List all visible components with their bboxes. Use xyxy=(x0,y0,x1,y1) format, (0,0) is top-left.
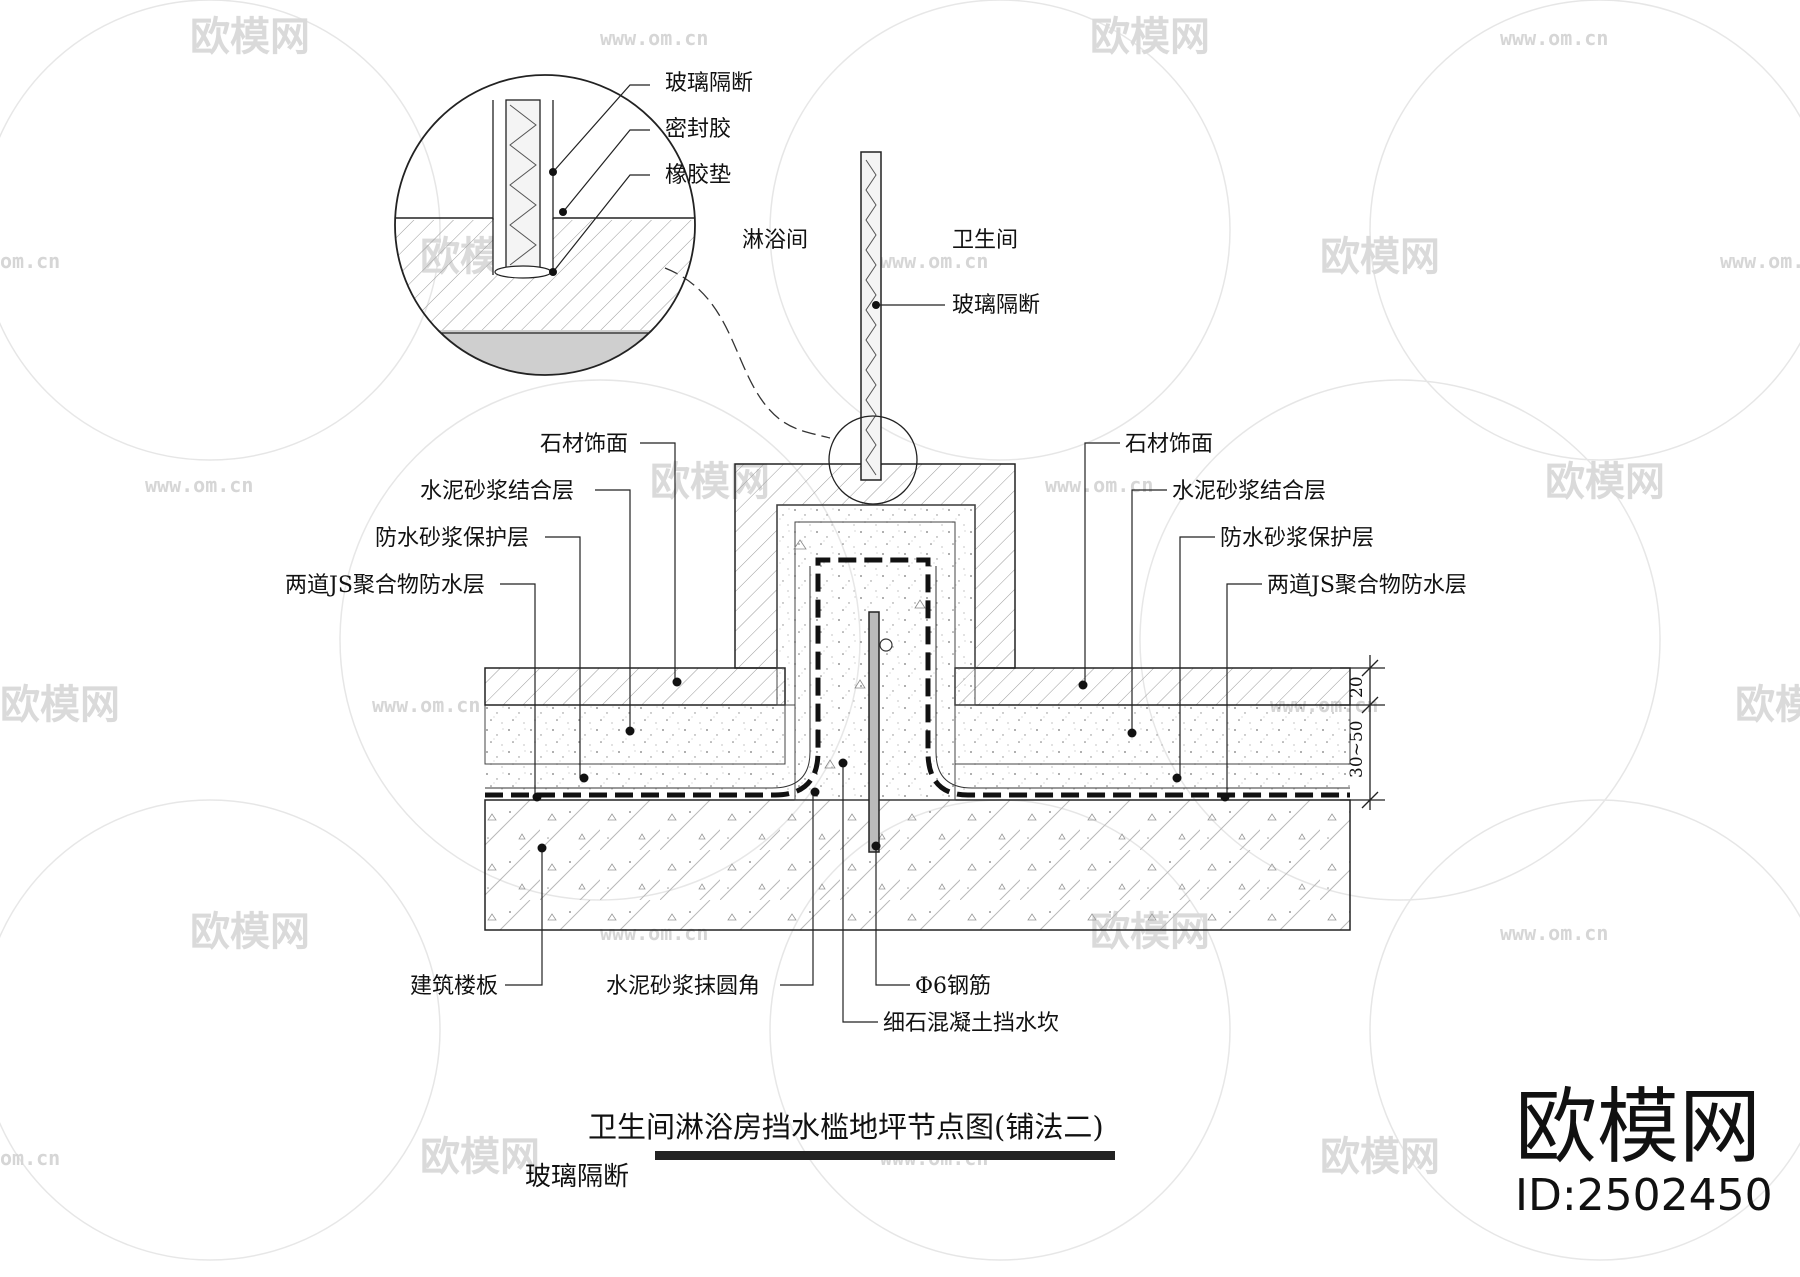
building-slab xyxy=(484,799,1351,931)
watermark-url: www.om.cn xyxy=(600,26,708,50)
watermark-url: www.om.cn xyxy=(880,249,988,273)
watermark-brand: 欧模网 xyxy=(1320,234,1440,280)
label-left-stone: 石材饰面 xyxy=(540,432,628,457)
left-leaders xyxy=(500,442,676,797)
watermark-brand: 欧模网 xyxy=(190,909,310,955)
dimension-bottom: 30~50 xyxy=(1347,720,1367,778)
watermark-brand: 欧模网 xyxy=(190,14,310,60)
watermark-url: www.om.cn xyxy=(145,473,253,497)
label-right-cement-bond: 水泥砂浆结合层 xyxy=(1172,479,1326,504)
js-waterproof-line xyxy=(485,557,1350,798)
label-inset-rubber-pad: 橡胶垫 xyxy=(665,163,731,188)
label-inset-glass: 玻璃隔断 xyxy=(665,71,753,96)
label-left-js-layer: 两道JS聚合物防水层 xyxy=(285,573,485,598)
drawing-subtitle: 玻璃隔断 xyxy=(525,1162,629,1192)
label-slab: 建筑楼板 xyxy=(410,974,498,999)
label-rebar: Φ6钢筋 xyxy=(915,974,991,999)
cement-bond-layer-left xyxy=(484,704,786,765)
label-shower-room: 淋浴间 xyxy=(742,228,808,253)
watermark-url: www.om.cn xyxy=(1500,921,1608,945)
glass-partition xyxy=(860,151,882,481)
waterproof-mortar-band-left xyxy=(485,764,810,794)
label-inset-sealant: 密封胶 xyxy=(665,117,731,142)
label-left-waterproof-mortar: 防水砂浆保护层 xyxy=(375,526,529,551)
watermark-url: om.cn xyxy=(0,1146,60,1170)
title-underline xyxy=(655,1151,1115,1160)
inset-detail: 玻璃隔断 密封胶 橡胶垫 xyxy=(394,71,753,376)
dimension-top: 20 xyxy=(1347,676,1367,698)
watermark-brand: 欧模网 xyxy=(1090,14,1210,60)
label-right-stone: 石材饰面 xyxy=(1125,432,1213,457)
drawing-title: 卫生间淋浴房挡水槛地坪节点图(铺法二) xyxy=(588,1110,1104,1144)
bottom-leaders xyxy=(505,763,910,1023)
brand-mark-name: 欧模网 xyxy=(1515,1080,1761,1175)
watermark-url: www.om.cn xyxy=(1500,26,1608,50)
watermark-url: om.cn xyxy=(0,249,60,273)
label-fillet: 水泥砂浆抹圆角 xyxy=(606,974,760,999)
watermark-url: www.om.cn xyxy=(1045,473,1153,497)
brand-mark-id: ID:2502450 xyxy=(1515,1170,1773,1221)
right-leaders xyxy=(1084,442,1262,797)
stone-finish-right xyxy=(954,667,1351,706)
stone-finish-left xyxy=(484,667,786,706)
label-right-waterproof-mortar: 防水砂浆保护层 xyxy=(1220,526,1374,551)
watermark-url: www.om.cn xyxy=(372,693,480,717)
label-left-cement-bond: 水泥砂浆结合层 xyxy=(420,479,574,504)
watermark-url: www.om.cn xyxy=(1720,249,1800,273)
label-glass-partition: 玻璃隔断 xyxy=(952,293,1040,318)
rebar xyxy=(868,611,880,853)
watermark-brand: 欧模网 xyxy=(1545,459,1665,505)
watermark-brand: 欧模网 xyxy=(1320,1134,1440,1180)
watermark-brand: 欧模网 xyxy=(420,1134,540,1180)
watermark-brand: 欧模网 xyxy=(0,682,120,728)
cement-bond-layer-right xyxy=(954,704,1351,765)
label-curb: 细石混凝土挡水坎 xyxy=(883,1011,1059,1036)
watermark-brand: 欧模网 xyxy=(1735,682,1800,728)
detail-reference-circle xyxy=(828,415,918,505)
label-right-js-layer: 两道JS聚合物防水层 xyxy=(1267,573,1467,598)
waterproof-mortar-band-right xyxy=(930,764,1350,794)
dimension-line xyxy=(1340,655,1385,810)
label-bathroom: 卫生间 xyxy=(952,228,1018,253)
